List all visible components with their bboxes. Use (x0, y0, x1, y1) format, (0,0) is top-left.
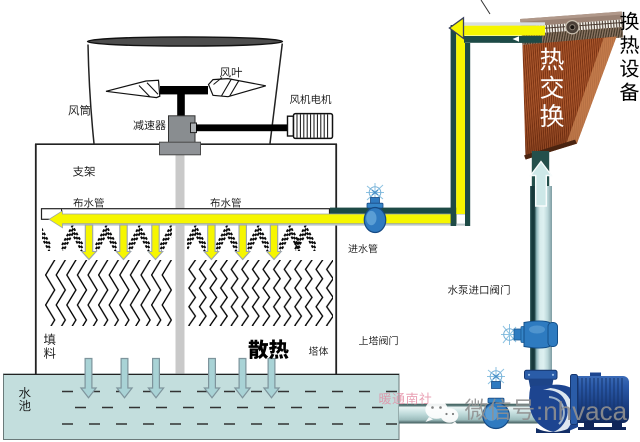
svg-text::nhvaca: :nhvaca (536, 396, 628, 426)
